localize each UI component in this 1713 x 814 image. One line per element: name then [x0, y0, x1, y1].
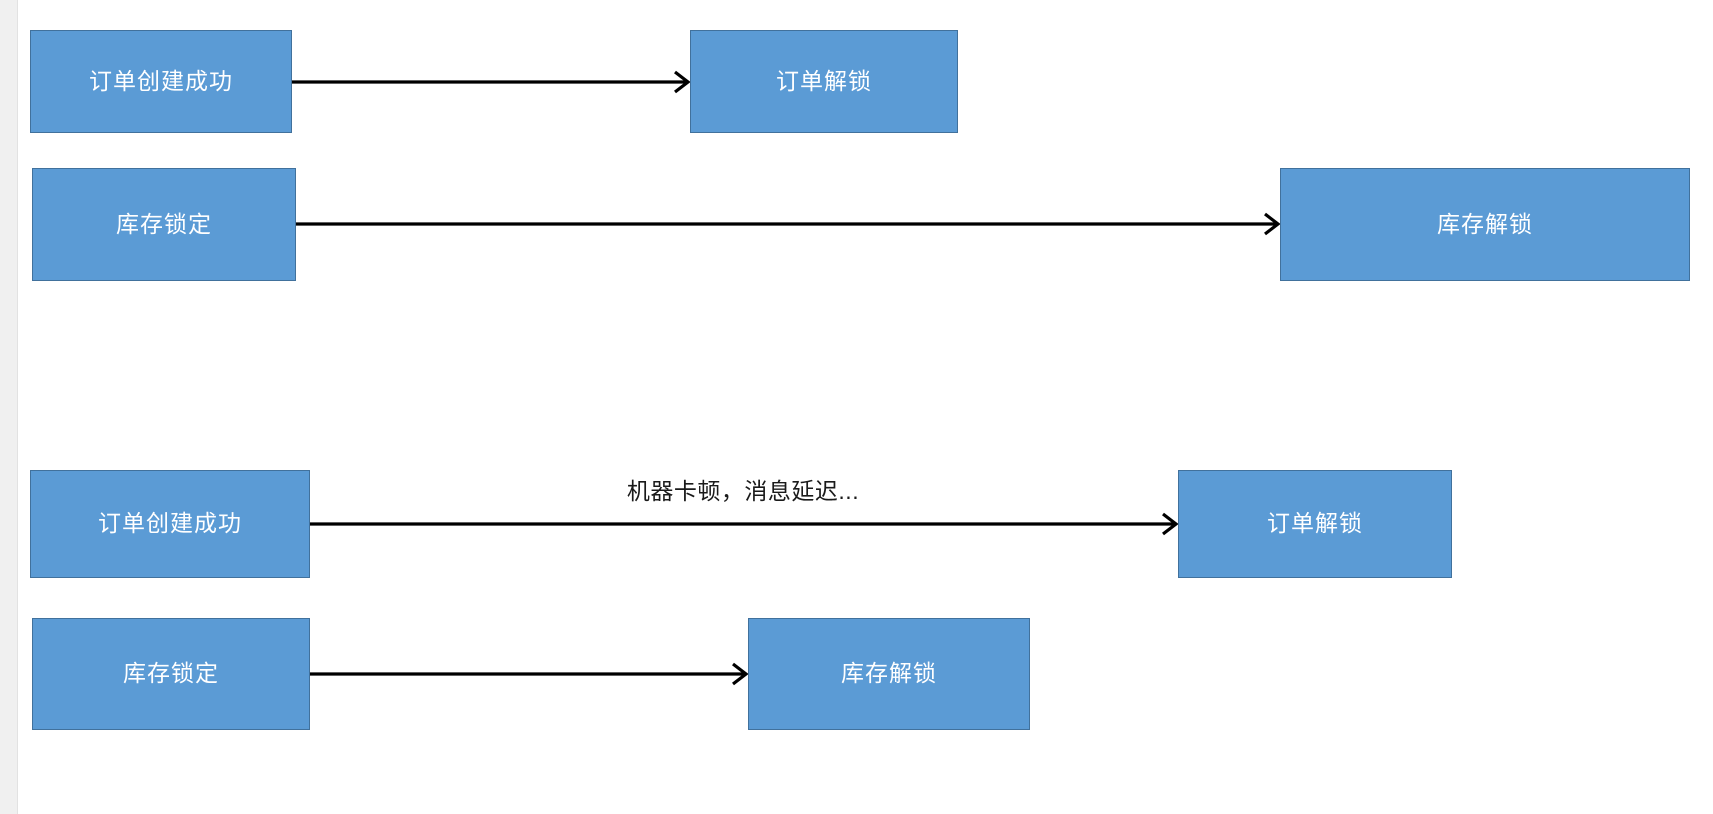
node-n6[interactable]: 订单解锁: [1178, 470, 1452, 578]
node-label: 库存解锁: [841, 660, 937, 687]
arrowhead-icon-e2: [1264, 212, 1281, 236]
arrowhead-icon-e4: [732, 662, 749, 686]
node-label: 订单解锁: [1267, 510, 1363, 537]
node-n3[interactable]: 库存锁定: [32, 168, 296, 281]
node-n2[interactable]: 订单解锁: [690, 30, 958, 133]
arrowhead-icon-e3: [1162, 512, 1179, 536]
node-label: 订单创建成功: [89, 67, 233, 94]
node-n1[interactable]: 订单创建成功: [30, 30, 292, 133]
left-gutter-strip: [0, 0, 18, 814]
node-n7[interactable]: 库存锁定: [32, 618, 310, 730]
arrowhead-icon-e1: [674, 70, 691, 94]
node-n5[interactable]: 订单创建成功: [30, 470, 310, 578]
node-n8[interactable]: 库存解锁: [748, 618, 1030, 730]
node-n4[interactable]: 库存解锁: [1280, 168, 1690, 281]
node-label: 订单解锁: [776, 67, 872, 94]
edge-label-e3: 机器卡顿，消息延迟...: [626, 478, 860, 504]
node-label: 订单创建成功: [98, 510, 242, 537]
node-label: 库存解锁: [1437, 210, 1533, 237]
node-label: 库存锁定: [123, 660, 219, 687]
node-label: 库存锁定: [116, 210, 212, 237]
